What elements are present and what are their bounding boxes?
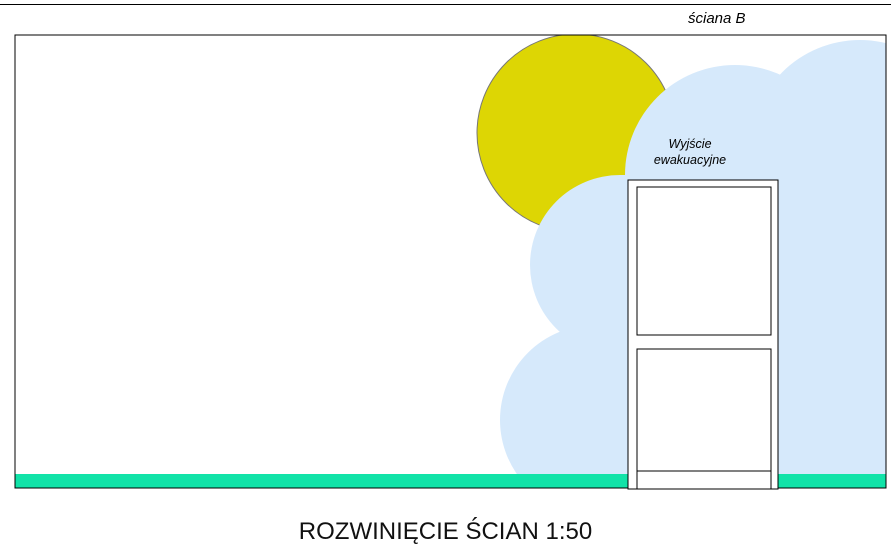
exit-label: Wyjście ewakuacyjne <box>620 136 760 168</box>
wall-label: ściana B <box>688 10 746 27</box>
exit-label-line2: ewakuacyjne <box>653 153 727 167</box>
drawing-title: ROZWINIĘCIE ŚCIAN 1:50 <box>298 518 593 545</box>
door-panel-lower <box>636 348 772 472</box>
exit-label-line1: Wyjście <box>668 137 712 151</box>
exit-door <box>627 179 779 490</box>
top-border-line <box>0 4 891 5</box>
door-panel-upper <box>636 186 772 336</box>
wall-outline <box>14 34 887 489</box>
